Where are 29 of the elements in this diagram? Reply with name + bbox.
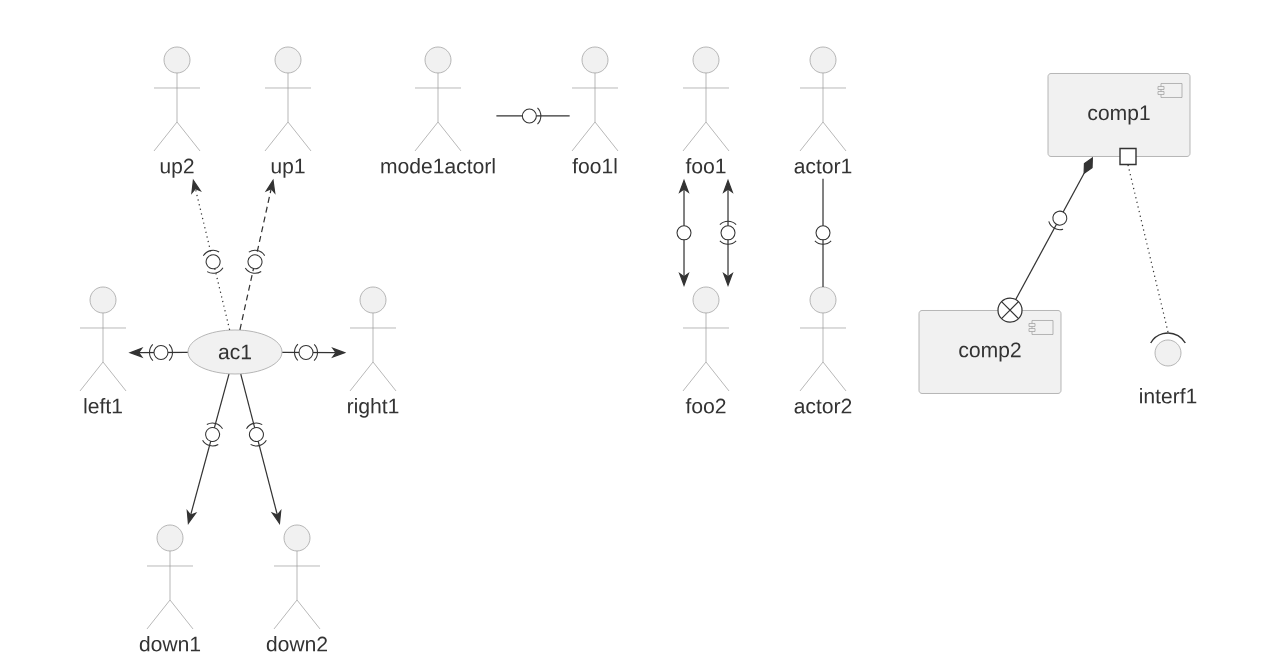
actor-figure: up2 <box>153 46 201 178</box>
node-label: foo1 <box>685 158 726 174</box>
actor-figure: down1 <box>139 524 201 652</box>
actor-figure: mode1actorl <box>381 46 495 174</box>
node-label: mode1actorl <box>381 158 495 174</box>
actor-figure: foo2 <box>682 286 730 414</box>
actor-figure: up1 <box>264 46 312 178</box>
component-box: comp1 <box>1047 73 1191 166</box>
actor-figure: left1 <box>79 286 127 414</box>
node-label: foo1l <box>572 158 617 174</box>
node-label: right1 <box>348 398 399 418</box>
actor-figure: right1 <box>348 286 399 418</box>
actor-figure: foo1l <box>571 46 619 174</box>
node-label: down1 <box>139 636 201 652</box>
actor-figure: actor2 <box>794 286 852 414</box>
node-label: actor1 <box>794 158 852 174</box>
connector-line <box>495 107 571 125</box>
connector-line <box>814 178 832 288</box>
node-label: actor2 <box>794 398 852 414</box>
node-label: foo2 <box>685 398 726 414</box>
actor-figure: down2 <box>266 524 327 652</box>
actor-figure: actor1 <box>794 46 852 174</box>
node-label: down2 <box>266 636 327 652</box>
actor-figure: foo1 <box>682 46 730 174</box>
node-label: interf1 <box>1140 388 1197 404</box>
node-label: up1 <box>271 158 305 178</box>
node-label: left1 <box>84 398 122 414</box>
component-box: comp2 <box>918 310 1062 394</box>
node-label: up2 <box>160 158 194 178</box>
